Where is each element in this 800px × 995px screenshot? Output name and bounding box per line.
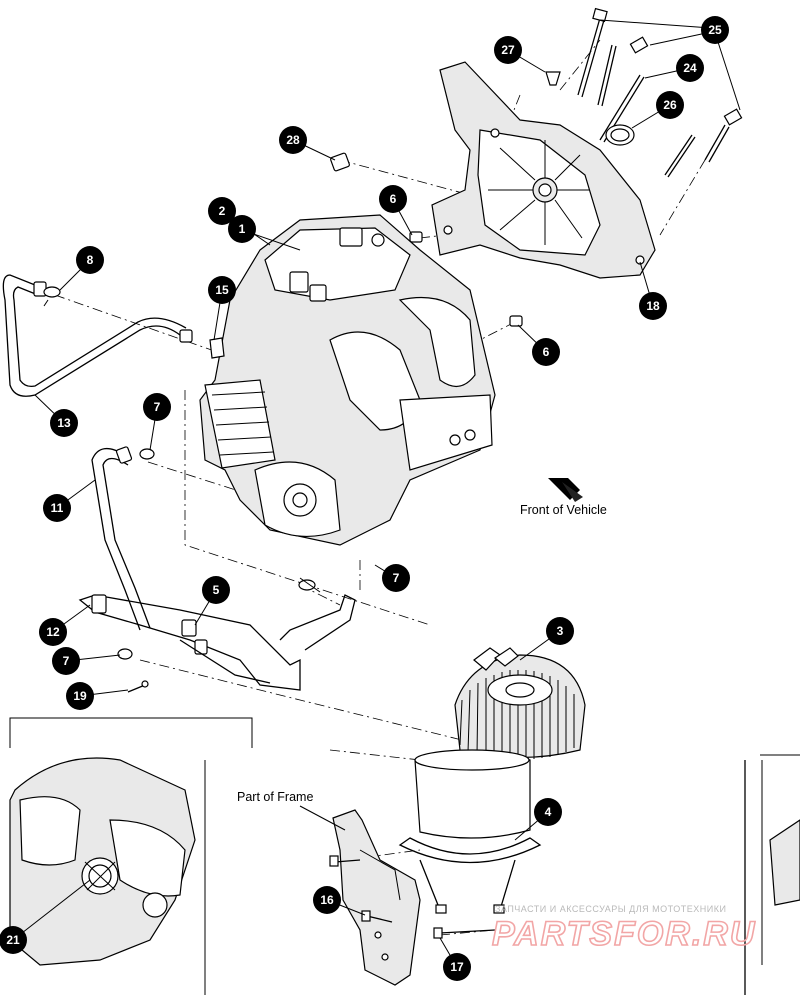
svg-text:24: 24 (683, 61, 697, 75)
callout-21: 21 (0, 926, 27, 954)
callout-6-right: 6 (532, 338, 560, 366)
svg-text:6: 6 (390, 192, 397, 206)
part-of-frame-label: Part of Frame (237, 790, 313, 804)
filter-element (414, 749, 531, 839)
callout-1: 1 (228, 215, 256, 243)
screw-19 (127, 680, 149, 693)
inset-detail-21 (9, 717, 253, 995)
callout-2: 2 (208, 197, 236, 225)
callout-5: 5 (202, 576, 230, 604)
svg-text:13: 13 (57, 416, 71, 430)
svg-text:7: 7 (393, 571, 400, 585)
callout-4: 4 (534, 798, 562, 826)
callout-15: 15 (208, 276, 236, 304)
svg-text:8: 8 (87, 253, 94, 267)
hose-13 (2, 274, 193, 397)
engine-assembly (199, 214, 496, 546)
callout-13: 13 (50, 409, 78, 437)
inset-right-partial (744, 754, 800, 995)
svg-text:7: 7 (63, 654, 70, 668)
front-of-vehicle-label: Front of Vehicle (520, 503, 607, 517)
callout-25: 25 (701, 16, 729, 44)
watermark-logo: PARTSFOR.RU (492, 915, 756, 953)
svg-text:11: 11 (51, 501, 64, 515)
callout-17: 17 (443, 953, 471, 981)
callout-27: 27 (494, 36, 522, 64)
filter-housing (454, 647, 586, 760)
svg-text:16: 16 (320, 893, 334, 907)
svg-text:3: 3 (557, 624, 564, 638)
callout-19: 19 (66, 682, 94, 710)
hose-11 (91, 446, 151, 631)
callout-7-lower: 7 (52, 647, 80, 675)
dowel-pins (330, 152, 523, 327)
svg-text:15: 15 (215, 283, 229, 297)
callout-6-top: 6 (379, 185, 407, 213)
hose-clamps-7 (117, 448, 321, 660)
svg-text:25: 25 (708, 23, 722, 37)
callout-7-upper: 7 (143, 393, 171, 421)
hose-connector-15 (209, 337, 225, 359)
hose-12 (78, 594, 356, 691)
gearcase-cover (431, 61, 656, 279)
svg-text:27: 27 (501, 43, 515, 57)
callout-11: 11 (43, 494, 71, 522)
front-arrow-icon (548, 478, 583, 502)
svg-text:7: 7 (154, 400, 161, 414)
callout-8: 8 (76, 246, 104, 274)
callout-18: 18 (639, 292, 667, 320)
callout-3: 3 (546, 617, 574, 645)
bolt-16 (329, 855, 393, 923)
svg-text:19: 19 (73, 689, 87, 703)
shaft-seal (605, 124, 635, 146)
svg-text:2: 2 (219, 204, 226, 218)
svg-text:26: 26 (663, 98, 677, 112)
frame-bracket (332, 809, 421, 986)
svg-text:28: 28 (286, 133, 300, 147)
callout-24: 24 (676, 54, 704, 82)
bolt-17 (433, 927, 496, 939)
svg-text:6: 6 (543, 345, 550, 359)
callout-28: 28 (279, 126, 307, 154)
svg-text:12: 12 (46, 625, 60, 639)
breather-fitting (545, 71, 561, 86)
callout-7-middle: 7 (382, 564, 410, 592)
svg-text:1: 1 (239, 222, 246, 236)
mounting-clamp (398, 837, 542, 914)
callout-26: 26 (656, 91, 684, 119)
svg-text:18: 18 (646, 299, 660, 313)
watermark-tagline: ЗАПЧАСТИ И АКСЕССУАРЫ ДЛЯ МОТОТЕХНИКИ (495, 904, 726, 914)
svg-text:21: 21 (6, 933, 20, 947)
callout-12: 12 (39, 618, 67, 646)
hose-clamp-8 (43, 286, 61, 307)
svg-text:5: 5 (213, 583, 220, 597)
callout-16: 16 (313, 886, 341, 914)
svg-text:17: 17 (450, 960, 464, 974)
svg-text:4: 4 (545, 805, 552, 819)
